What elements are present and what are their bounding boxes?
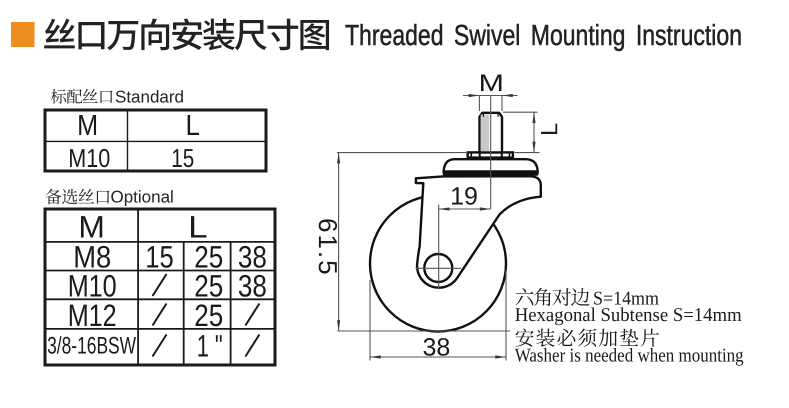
svg-text:15: 15	[145, 239, 174, 274]
svg-text:M10: M10	[68, 268, 117, 303]
svg-text:Hexagonal Subtense S=14mm: Hexagonal Subtense S=14mm	[515, 305, 742, 326]
svg-text:25: 25	[194, 268, 223, 303]
svg-text:M10: M10	[68, 143, 110, 173]
svg-text:Washer is needed when mounting: Washer is needed when mounting	[515, 346, 744, 367]
svg-text:L: L	[185, 110, 200, 142]
svg-text:L: L	[188, 210, 208, 245]
svg-text:M12: M12	[68, 298, 117, 333]
svg-text:Standard: Standard	[115, 88, 184, 107]
svg-text:M: M	[78, 210, 105, 245]
svg-text:S=14mm: S=14mm	[593, 289, 659, 310]
svg-text:25: 25	[194, 239, 223, 274]
svg-text:M: M	[77, 110, 98, 142]
svg-text:M: M	[479, 70, 505, 97]
svg-text:1 ": 1 "	[197, 329, 223, 364]
svg-text:38: 38	[422, 333, 450, 361]
svg-text:38: 38	[238, 268, 267, 303]
svg-text:Threaded Swivel Mounting Instr: Threaded Swivel Mounting Instruction	[345, 20, 742, 52]
svg-text:25: 25	[194, 298, 223, 333]
svg-text:3/8-16BSW: 3/8-16BSW	[47, 333, 136, 360]
svg-text:Optional: Optional	[111, 188, 174, 207]
svg-text:M8: M8	[73, 239, 111, 274]
svg-text:15: 15	[171, 143, 194, 173]
svg-text:19: 19	[450, 183, 478, 211]
svg-text:38: 38	[238, 239, 267, 274]
